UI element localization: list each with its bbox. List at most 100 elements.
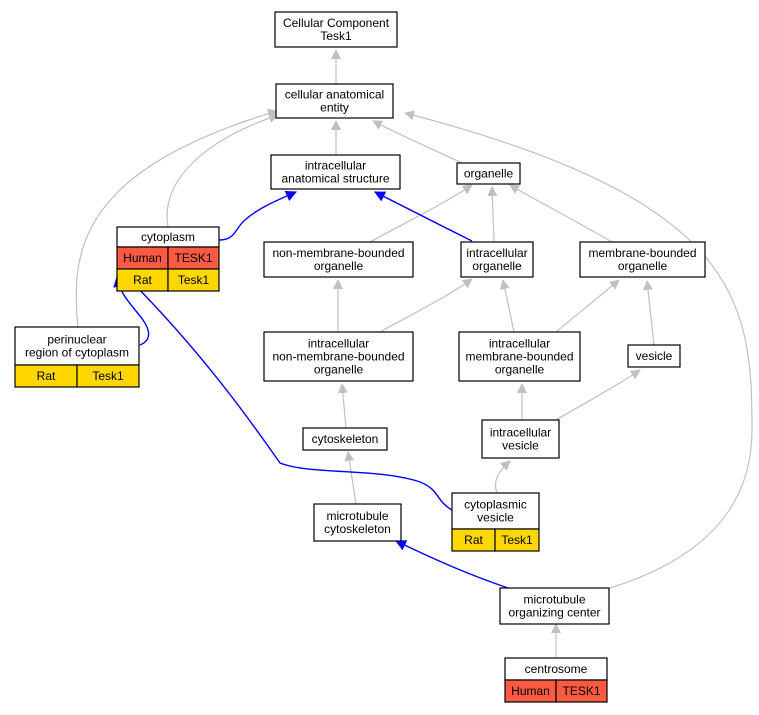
node-box (313, 503, 402, 542)
node-label-line: cytoskeleton (312, 432, 379, 446)
gene-label: Tesk1 (501, 533, 533, 547)
gray-edges (75, 49, 753, 658)
node-label-line: cytoplasm (141, 230, 195, 244)
gene-label: Tesk1 (92, 369, 124, 383)
node-label-line: centrosome (525, 662, 588, 676)
node-box (270, 154, 401, 190)
edge-vesicle-to-mbo (643, 280, 655, 346)
node-box (481, 419, 560, 459)
species-label: Human (123, 251, 162, 265)
species-label: Rat (37, 369, 56, 383)
node-box (458, 331, 581, 382)
node-organelle[interactable]: organelle (456, 162, 521, 185)
edge-io-to-ias (374, 191, 473, 242)
gene-label: TESK1 (562, 684, 600, 698)
gene-cell (555, 679, 608, 703)
node-label-line: vesicle (502, 439, 539, 453)
node-label-line: region of cytoplasm (25, 346, 129, 360)
edge-cytoplasm-to-cae (166, 113, 279, 228)
edge-cytoplasm-to-ias (218, 190, 298, 241)
node-box (456, 162, 521, 185)
node-cytoskeleton[interactable]: cytoskeleton (302, 427, 388, 451)
node-label-line: entity (320, 101, 349, 115)
edge-cv-to-iv (494, 460, 511, 494)
edge-io-to-organelle (487, 186, 498, 243)
edge-perinuclear-to-cae (75, 108, 278, 328)
node-label-line: intracellular (308, 337, 369, 351)
node-label-line: Cellular Component (283, 16, 390, 30)
node-label-line: intracellular (466, 246, 527, 260)
node-label-line: organelle (314, 363, 364, 377)
gene-label: TESK1 (174, 251, 212, 265)
node-box (274, 11, 398, 48)
node-label-line: intracellular (490, 426, 551, 440)
species-label: Rat (464, 533, 483, 547)
node-box (579, 241, 706, 278)
node-box (451, 492, 540, 530)
edge-organelle-to-cae (372, 120, 463, 164)
species-label: Rat (133, 273, 152, 287)
node-label-line: microtubule (326, 509, 388, 523)
node-label-line: cellular anatomical (285, 88, 384, 102)
node-label-line: organelle (314, 259, 364, 273)
node-box (263, 241, 414, 278)
node-label-line: non-membrane-bounded (272, 246, 404, 260)
node-label-line: organizing center (508, 606, 600, 620)
node-label-line: anatomical structure (281, 172, 389, 186)
node-intracellular-nmb-organelle[interactable]: intracellularnon-membrane-boundedorganel… (263, 331, 414, 382)
gene-cell (76, 364, 140, 388)
node-label-line: non-membrane-bounded (272, 350, 404, 364)
node-label-line: microtubule (523, 593, 585, 607)
node-box (460, 241, 534, 278)
node-vesicle[interactable]: vesicle (627, 344, 681, 368)
gene-cell (167, 268, 220, 292)
edge-cytoskeleton-to-inmb (337, 383, 348, 429)
node-box (275, 83, 394, 119)
node-box (627, 344, 681, 368)
node-label-line: organelle (472, 259, 522, 273)
edge-nmb-to-organelle (369, 184, 473, 243)
node-label-line: perinuclear (47, 333, 106, 347)
node-label-line: cytoplasmic (464, 498, 527, 512)
edge-inmb-to-io (379, 278, 473, 333)
species-label: Human (511, 684, 550, 698)
edge-imb-to-mbo (555, 279, 620, 333)
node-label-line: organelle (464, 167, 514, 181)
edge-iv-to-vesicle (555, 369, 641, 421)
node-box (14, 326, 140, 366)
node-label-line: intracellular (305, 159, 366, 173)
edge-mtcyto-to-cytoskeleton (344, 451, 357, 505)
gene-label: Tesk1 (178, 273, 210, 287)
gene-cell (494, 528, 540, 552)
node-label-line: organelle (495, 363, 545, 377)
node-label-line: vesicle (477, 511, 514, 525)
node-label-line: Tesk1 (320, 29, 352, 43)
node-box (499, 587, 610, 625)
edge-mtoc-to-cae (404, 110, 753, 589)
edge-mtoc-to-mtcyto (395, 540, 509, 589)
node-label-line: organelle (618, 259, 668, 273)
node-label-line: membrane-bounded (588, 246, 696, 260)
edge-mbo-to-organelle (509, 184, 613, 243)
node-label-line: intracellular (489, 337, 550, 351)
edge-imb-to-io (499, 279, 515, 333)
edge-cv-to-cytoplasm (126, 276, 453, 511)
node-box (263, 331, 414, 382)
node-box (302, 427, 388, 451)
